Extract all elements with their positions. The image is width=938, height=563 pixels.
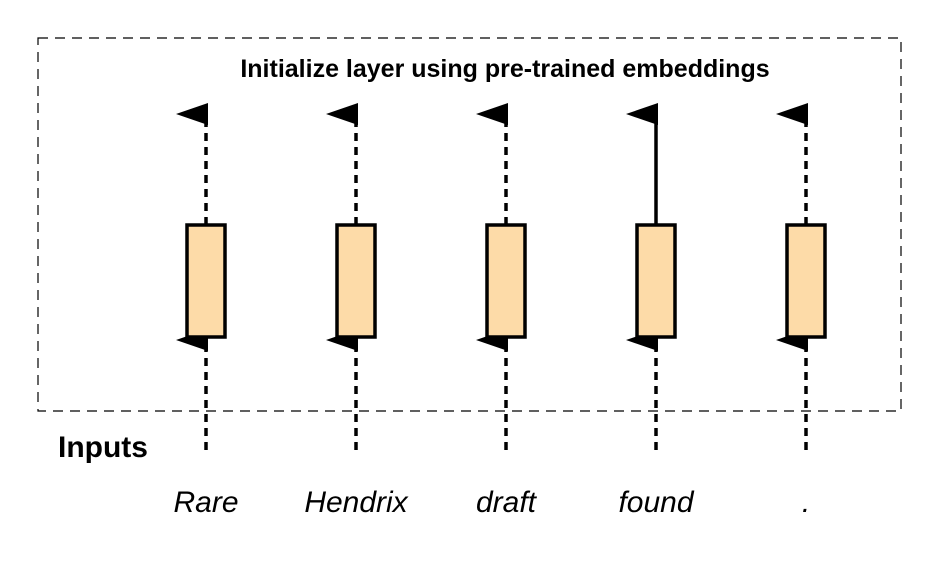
embedding-box (485, 223, 527, 339)
input-token: draft (476, 486, 538, 519)
token-column: draft (476, 103, 538, 519)
embedding-box (335, 223, 377, 339)
input-token: . (802, 486, 810, 519)
input-token: found (618, 486, 694, 519)
token-columns: Rare Hendrix draft found. (173, 103, 827, 519)
layer-title: Initialize layer using pre-trained embed… (240, 55, 769, 83)
input-token: Hendrix (304, 486, 408, 519)
token-column: . (776, 103, 827, 519)
inputs-label: Inputs (58, 431, 148, 464)
layer-boundary (37, 37, 902, 412)
input-token: Rare (173, 486, 238, 519)
embedding-box (185, 223, 227, 339)
embedding-box (635, 223, 677, 339)
token-column: Rare (173, 103, 239, 519)
token-column: found (618, 103, 695, 519)
embedding-box (785, 223, 827, 339)
token-column: Hendrix (304, 103, 409, 519)
